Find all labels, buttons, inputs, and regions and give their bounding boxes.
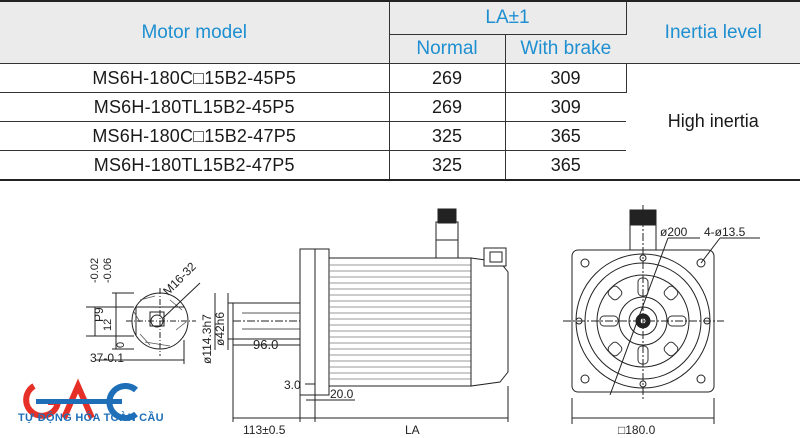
header-inertia-level: Inertia level [626,0,800,64]
tol-mid-label: -0.06 [102,258,114,283]
cell-normal: 325 [389,121,506,151]
cell-brake: 365 [505,121,627,151]
tol-top-label: -0.02 [89,258,101,283]
la-label: LA [405,423,420,437]
d37-label: 37-0.1 [90,351,124,365]
header-normal: Normal [389,34,506,64]
front-view [563,205,760,424]
cell-brake: 309 [505,63,627,93]
cell-normal: 269 [389,92,506,122]
d114-label: ø114.3h7 [200,314,214,364]
d3-label: 3.0 [284,378,301,392]
logo-tagline: TỰ ĐỘNG HÓA TOÀN CẦU [18,412,164,424]
cell-model: MS6H-180C□15B2-47P5 [0,121,390,151]
cell-model: MS6H-180C□15B2-45P5 [0,63,390,93]
cell-brake: 309 [505,92,627,122]
cell-model: MS6H-180TL15B2-45P5 [0,92,390,122]
m16-label: M16-32 [160,259,199,298]
cell-normal: 269 [389,63,506,93]
table-row: MS6H-180TL15B2-45P5 269 309 [0,92,800,122]
cell-brake: 365 [505,150,627,181]
d200-label: ø200 [660,225,688,239]
d113-label: 113±0.5 [243,423,286,437]
side-view [214,208,509,422]
header-la: LA±1 [389,0,627,35]
cell-normal: 325 [389,150,506,181]
p9-label: P9 [92,307,106,322]
header-motor-model: Motor model [0,0,390,64]
table-row: MS6H-180C□15B2-45P5 269 309 High inertia [0,63,800,181]
table-row: MS6H-180TL15B2-47P5 325 365 [0,150,800,181]
len96-label: 96.0 [253,337,278,352]
header-with-brake: With brake [505,34,627,64]
sq180-label: □180.0 [618,423,656,437]
spec-table: Motor model LA±1 Inertia level Normal Wi… [0,0,800,181]
cell-model: MS6H-180TL15B2-47P5 [0,150,390,181]
twelve-label: 12 [102,319,114,331]
zero-label: 0 [115,342,127,348]
holes-label: 4-ø13.5 [704,225,746,239]
gac-logo [23,378,138,421]
table-row: MS6H-180C□15B2-47P5 325 365 [0,121,800,151]
cell-inertia: High inertia [626,63,800,181]
d42-label: ø42h6 [213,312,227,346]
motor-drawing: P9 -0.02 -0.06 12 0 37-0.1 M16-32 [23,205,760,437]
d20-label: 20.0 [330,387,354,401]
shaft-section [86,282,201,364]
